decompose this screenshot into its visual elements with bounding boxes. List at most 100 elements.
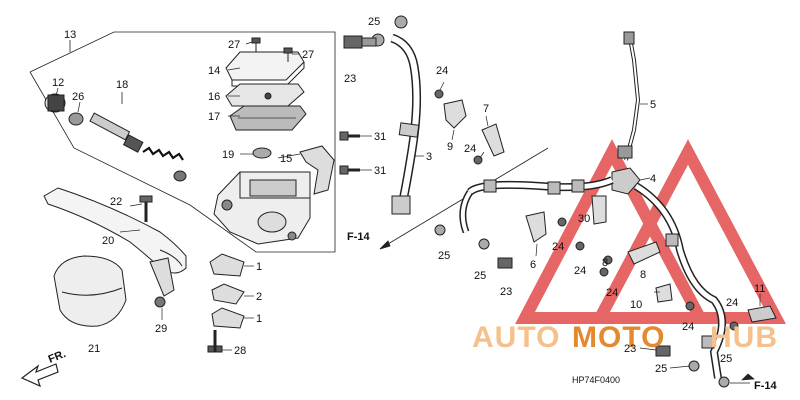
watermark-logo: AUTO MOTO HUB: [472, 321, 778, 354]
part-master-cylinder-body: [213, 171, 311, 245]
part-8-bolt: [603, 255, 613, 265]
part-clip-b: [547, 181, 561, 195]
callout-31-b: 31: [374, 165, 386, 177]
callout-10: 10: [630, 299, 642, 311]
part-10-bracket: [655, 283, 673, 303]
callout-18: 18: [116, 79, 128, 91]
part-clip-e: [701, 335, 715, 349]
part-clip-a: [483, 179, 497, 193]
part-24-bolt-g: [729, 321, 739, 331]
switch-parts: [207, 253, 245, 353]
part-27-screw-a: [251, 37, 261, 52]
front-arrow-icon: [20, 363, 59, 388]
callout-24-a: 24: [436, 65, 448, 77]
part-20-lever: [43, 187, 187, 274]
callout-24-f: 24: [682, 321, 694, 333]
part-18-piston: [89, 112, 187, 182]
lever-parts: [43, 187, 187, 327]
callout-21: 21: [88, 343, 100, 355]
callout-1-b: 1: [256, 313, 262, 325]
callout-24-c: 24: [552, 241, 564, 253]
part-8-bracket: [627, 241, 661, 265]
callout-7: 7: [483, 103, 489, 115]
callout-25-b: 25: [438, 250, 450, 262]
part-19-float: [252, 147, 272, 159]
callout-14: 14: [208, 65, 220, 77]
master-cylinder-parts: [44, 37, 335, 245]
part-7-bracket: [481, 123, 505, 157]
diagram-code: HP74F0400: [572, 375, 620, 385]
part-15-clamp: [299, 145, 335, 195]
part-24-bolt-d: [575, 241, 585, 251]
part-23-bolt-top: [343, 35, 377, 49]
callout-2: 2: [256, 291, 262, 303]
part-clip-c: [571, 179, 585, 193]
callout-25-c: 25: [474, 270, 486, 282]
callout-4: 4: [650, 173, 656, 185]
watermark-triangles: [515, 139, 786, 324]
watermark-text-hub: HUB: [710, 321, 778, 354]
watermark-triangle-right: [590, 139, 786, 324]
callout-8-b: 8: [640, 269, 646, 281]
part-6-bracket: [525, 211, 547, 243]
leader-lines: [55, 41, 761, 384]
part-30-bracket: [591, 195, 607, 225]
callout-28: 28: [234, 345, 246, 357]
part-25-washer-b: [434, 224, 446, 236]
callout-30: 30: [578, 213, 590, 225]
callout-24-e: 24: [606, 287, 618, 299]
watermark-text-moto: MOTO: [572, 321, 665, 354]
part-14-cap: [225, 51, 305, 81]
callout-9: 9: [447, 141, 453, 153]
hose-5-4-assembly: [434, 31, 777, 388]
part-25-washer-e: [718, 376, 730, 388]
callout-3: 3: [426, 151, 432, 163]
part-clip-d: [665, 233, 679, 247]
part-25-washer-top2: [394, 15, 408, 29]
part-28-screw: [207, 330, 223, 353]
group-13-outline: [29, 31, 336, 253]
part-26-washer: [68, 112, 84, 126]
ref-f14-b: F-14: [754, 380, 778, 392]
part-1-switch-b: [211, 307, 245, 329]
watermark-text-auto: AUTO: [472, 321, 560, 354]
part-31-bolt-a: [339, 131, 360, 141]
part-25-washer-c: [478, 238, 490, 250]
part-22-pivot-bolt: [139, 195, 153, 222]
part-12-body: [47, 94, 65, 112]
callout-23-b: 23: [500, 286, 512, 298]
callout-20: 20: [102, 235, 114, 247]
callout-11: 11: [754, 283, 765, 295]
part-24-bolt-c: [557, 217, 567, 227]
part-21-lever-cover: [53, 255, 127, 327]
callout-8-a: 8: [602, 257, 608, 269]
callout-29: 29: [155, 323, 167, 335]
part-27-screw-b: [283, 47, 293, 62]
part-24-bolt-e: [599, 267, 609, 277]
part-4-joint: [611, 167, 641, 195]
part-5-pipe: [624, 37, 641, 161]
part-23-bolt-b: [497, 257, 513, 269]
part-31-bolt-b: [339, 165, 360, 175]
callouts: 13 12 26 18 22 20 21 29 27 27 14 16 17 1…: [52, 16, 765, 375]
callout-13: 13: [64, 29, 76, 41]
part-2-switch: [211, 283, 245, 305]
callout-25-e: 25: [720, 353, 732, 365]
callout-27-a: 27: [228, 39, 240, 51]
part-24-bolt-a: [434, 89, 444, 99]
callout-22: 22: [110, 196, 122, 208]
part-11-fitting: [747, 305, 777, 323]
callout-24-b: 24: [464, 143, 476, 155]
part-24-bolt-f: [685, 301, 695, 311]
callout-23-a: 23: [344, 73, 356, 85]
part-25-washer-d: [688, 360, 700, 372]
callout-25-d: 25: [655, 363, 667, 375]
part-23-bolt-c: [655, 345, 671, 357]
hose-3-assembly: [339, 15, 422, 215]
callout-16: 16: [208, 91, 220, 103]
callout-23-c: 23: [624, 343, 636, 355]
callout-24-d: 24: [574, 265, 586, 277]
front-arrow: FR.: [20, 348, 68, 388]
callout-27-b: 27: [302, 49, 314, 61]
